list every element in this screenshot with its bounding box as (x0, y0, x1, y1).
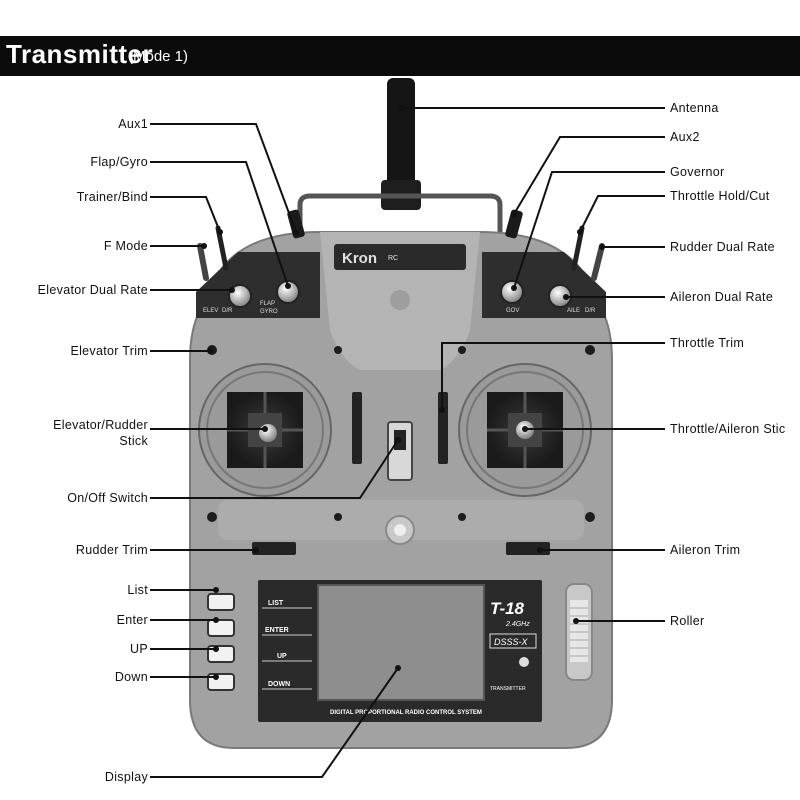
label-antenna: Antenna (670, 101, 719, 115)
label-aileron-trim: Aileron Trim (670, 543, 741, 557)
label-display: Display (104, 770, 148, 784)
roller (565, 583, 593, 681)
label-elevator-rudder-stick-2: Stick (119, 434, 148, 448)
dr-text: D/R (222, 308, 233, 314)
label-aux1: Aux1 (118, 117, 148, 131)
title-bar (0, 36, 800, 76)
label-elevator-dual-rate: Elevator Dual Rate (37, 283, 148, 297)
carry-handle (297, 193, 503, 232)
protocol-text: DSSS-X (494, 637, 529, 647)
label-aileron-dual-rate: Aileron Dual Rate (670, 290, 774, 304)
label-rudder-dual-rate: Rudder Dual Rate (670, 240, 775, 254)
rudder-dual-rate-switch (591, 243, 605, 281)
badge-text: TRANSMITTER (490, 686, 526, 692)
elevator-trim-slot (352, 392, 362, 464)
antenna (381, 78, 421, 210)
screws (207, 345, 595, 522)
label-throttle-hold-cut: Throttle Hold/Cut (670, 189, 770, 203)
enter-button-text: ENTER (265, 627, 289, 634)
leader-lines-left (150, 123, 399, 778)
label-elevator-trim: Elevator Trim (70, 344, 148, 358)
footer-text: DIGITAL PROPORTIONAL RADIO CONTROL SYSTE… (330, 710, 482, 716)
gyro-text: GYRO (260, 309, 278, 315)
leader-dots-left (201, 229, 401, 680)
aileron-trim-slot (506, 542, 550, 555)
gov-text: GOV (506, 308, 519, 314)
label-throttle-aileron-stick: Throttle/Aileron Stic (670, 422, 786, 436)
display-panel: LIST ENTER UP DOWN T-18 2.4GHz DSSS-X TR… (258, 580, 542, 722)
label-up: UP (130, 642, 148, 656)
aile-text: AILE (567, 308, 580, 314)
elev-text: ELEV (203, 308, 218, 314)
page-subtitle: (Mode 1) (128, 48, 189, 65)
brand-plate: Kron RC (334, 244, 466, 310)
label-trainer-bind: Trainer/Bind (76, 190, 148, 204)
label-flap-gyro: Flap/Gyro (90, 155, 148, 169)
dr2-text: D/R (585, 308, 596, 314)
right-switch-panel: GOV AILE D/R (482, 252, 606, 318)
leader-lines-right (402, 107, 665, 622)
brand-suffix: RC (388, 255, 398, 262)
label-throttle-trim: Throttle Trim (670, 336, 745, 350)
model-name: T-18 (490, 599, 525, 618)
label-enter: Enter (116, 613, 148, 627)
f-mode-switch (197, 243, 209, 281)
label-down: Down (114, 670, 148, 684)
label-list: List (127, 583, 148, 597)
up-button-text: UP (277, 653, 287, 660)
flap-text: FLAP (260, 301, 275, 307)
label-governor: Governor (670, 165, 725, 179)
brand-name: Kron (342, 250, 377, 267)
label-rudder-trim: Rudder Trim (75, 543, 148, 557)
aux1-switch (287, 209, 305, 239)
down-button-text: DOWN (268, 681, 290, 688)
band-text: 2.4GHz (505, 621, 530, 628)
page-title: Transmitter (6, 39, 154, 69)
label-on-off-switch: On/Off Switch (67, 491, 148, 505)
label-aux2: Aux2 (670, 130, 700, 144)
rudder-trim-slot (252, 542, 296, 555)
left-switch-panel: ELEV D/R FLAP GYRO (196, 252, 320, 318)
list-button-text: LIST (268, 600, 284, 607)
aux2-switch (505, 209, 523, 239)
label-elevator-rudder-stick-1: Elevator/Rudder (53, 418, 148, 432)
label-f-mode: F Mode (103, 239, 148, 253)
leader-dots-right (399, 105, 605, 624)
label-roller: Roller (670, 614, 705, 628)
